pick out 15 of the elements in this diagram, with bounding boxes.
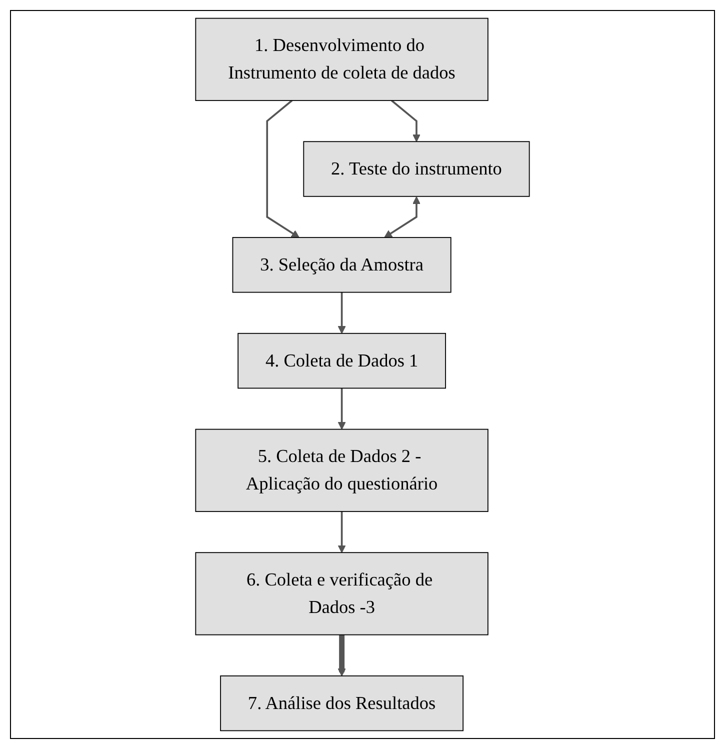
arrow [338, 292, 346, 334]
flowchart-drawing: 1. Desenvolvimento do Instrumento de coleta de dados 2. Teste do instrumento 3. Seleção da Amostra 4. Coleta de Dados 1 5. Coleta de Dados 2 - Aplicação do questionário 6. Coleta e verificação de Dados -3 7. Análise dos Resultados [11, 11, 714, 738]
node-box [195, 428, 488, 512]
node-box [232, 237, 452, 293]
arrow [338, 634, 346, 676]
arrow [338, 512, 346, 553]
node-box [303, 141, 530, 197]
arrow [384, 196, 420, 238]
node-box [195, 552, 488, 636]
arrow [338, 388, 346, 430]
arrow [391, 100, 420, 142]
node-box [220, 675, 464, 732]
node-box [238, 332, 446, 389]
node-box [195, 18, 488, 101]
arrow [266, 100, 300, 238]
